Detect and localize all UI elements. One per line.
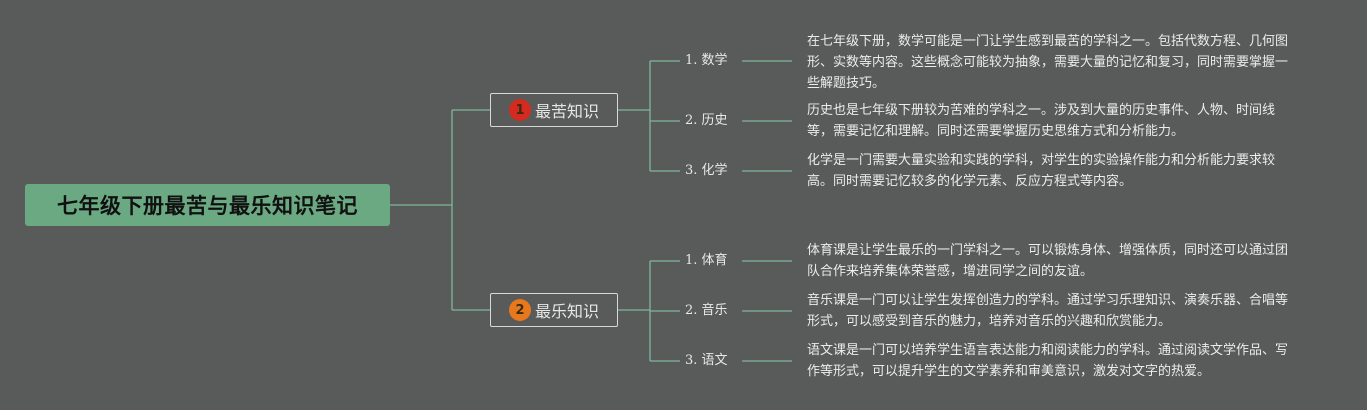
desc-history[interactable]: 历史也是七年级下册较为苦难的学科之一。涉及到大量的历史事件、人物、时间线等，需要…: [807, 103, 1276, 139]
desc-pe[interactable]: 体育课是让学生最乐的一门学科之一。可以锻炼身体、增强体质，同时还可以通过团队合作…: [807, 243, 1289, 279]
priority-1-icon: 1: [508, 99, 531, 121]
root-node[interactable]: 七年级下册最苦与最乐知识笔记: [25, 184, 390, 226]
leaf-pe[interactable]: 1. 体育: [685, 253, 728, 268]
desc-chemistry[interactable]: 化学是一门需要大量实验和实践的学科，对学生的实验操作能力和分析能力要求较高。同时…: [807, 153, 1276, 189]
priority-2-icon: 2: [508, 299, 531, 321]
leaf-math[interactable]: 1. 数学: [685, 53, 728, 68]
leaf-history[interactable]: 2. 历史: [685, 113, 728, 128]
root-title: 七年级下册最苦与最乐知识笔记: [57, 194, 358, 218]
leaf-music[interactable]: 2. 音乐: [685, 303, 728, 318]
branch-node-hardest[interactable]: 1 最苦知识: [490, 93, 618, 127]
desc-chinese[interactable]: 语文课是一门可以培养学生语言表达能力和阅读能力的学科。通过阅读文学作品、写作等形…: [807, 343, 1289, 379]
branch-label-happiest: 最乐知识: [534, 302, 599, 321]
leaf-chemistry[interactable]: 3. 化学: [685, 163, 728, 178]
leaf-chinese[interactable]: 3. 语文: [685, 353, 728, 368]
desc-math[interactable]: 在七年级下册，数学可能是一门让学生感到最苦的学科之一。包括代数方程、几何图形、实…: [807, 34, 1289, 91]
desc-music[interactable]: 音乐课是一门可以让学生发挥创造力的学科。通过学习乐理知识、演奏乐器、合唱等形式，…: [807, 293, 1289, 329]
branch-node-happiest[interactable]: 2 最乐知识: [490, 293, 618, 327]
branch-label-hardest: 最苦知识: [534, 102, 599, 121]
